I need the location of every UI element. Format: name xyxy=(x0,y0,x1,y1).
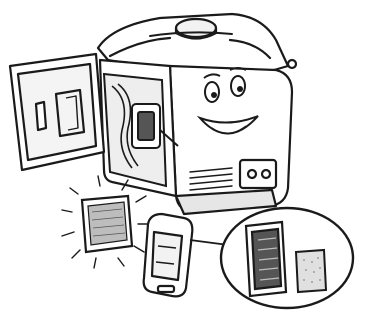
open-cover xyxy=(10,54,104,170)
side-knob xyxy=(288,60,296,68)
right-eye xyxy=(231,76,245,96)
fuel-cap xyxy=(176,19,216,37)
foam-filter-glowing xyxy=(62,176,150,268)
filter-cover xyxy=(144,214,193,296)
zoom-callout xyxy=(221,208,353,308)
cover-latch xyxy=(36,102,46,130)
left-eye xyxy=(205,82,219,102)
filter-pad-detail xyxy=(296,250,326,292)
filter-housing-detail xyxy=(246,222,286,296)
